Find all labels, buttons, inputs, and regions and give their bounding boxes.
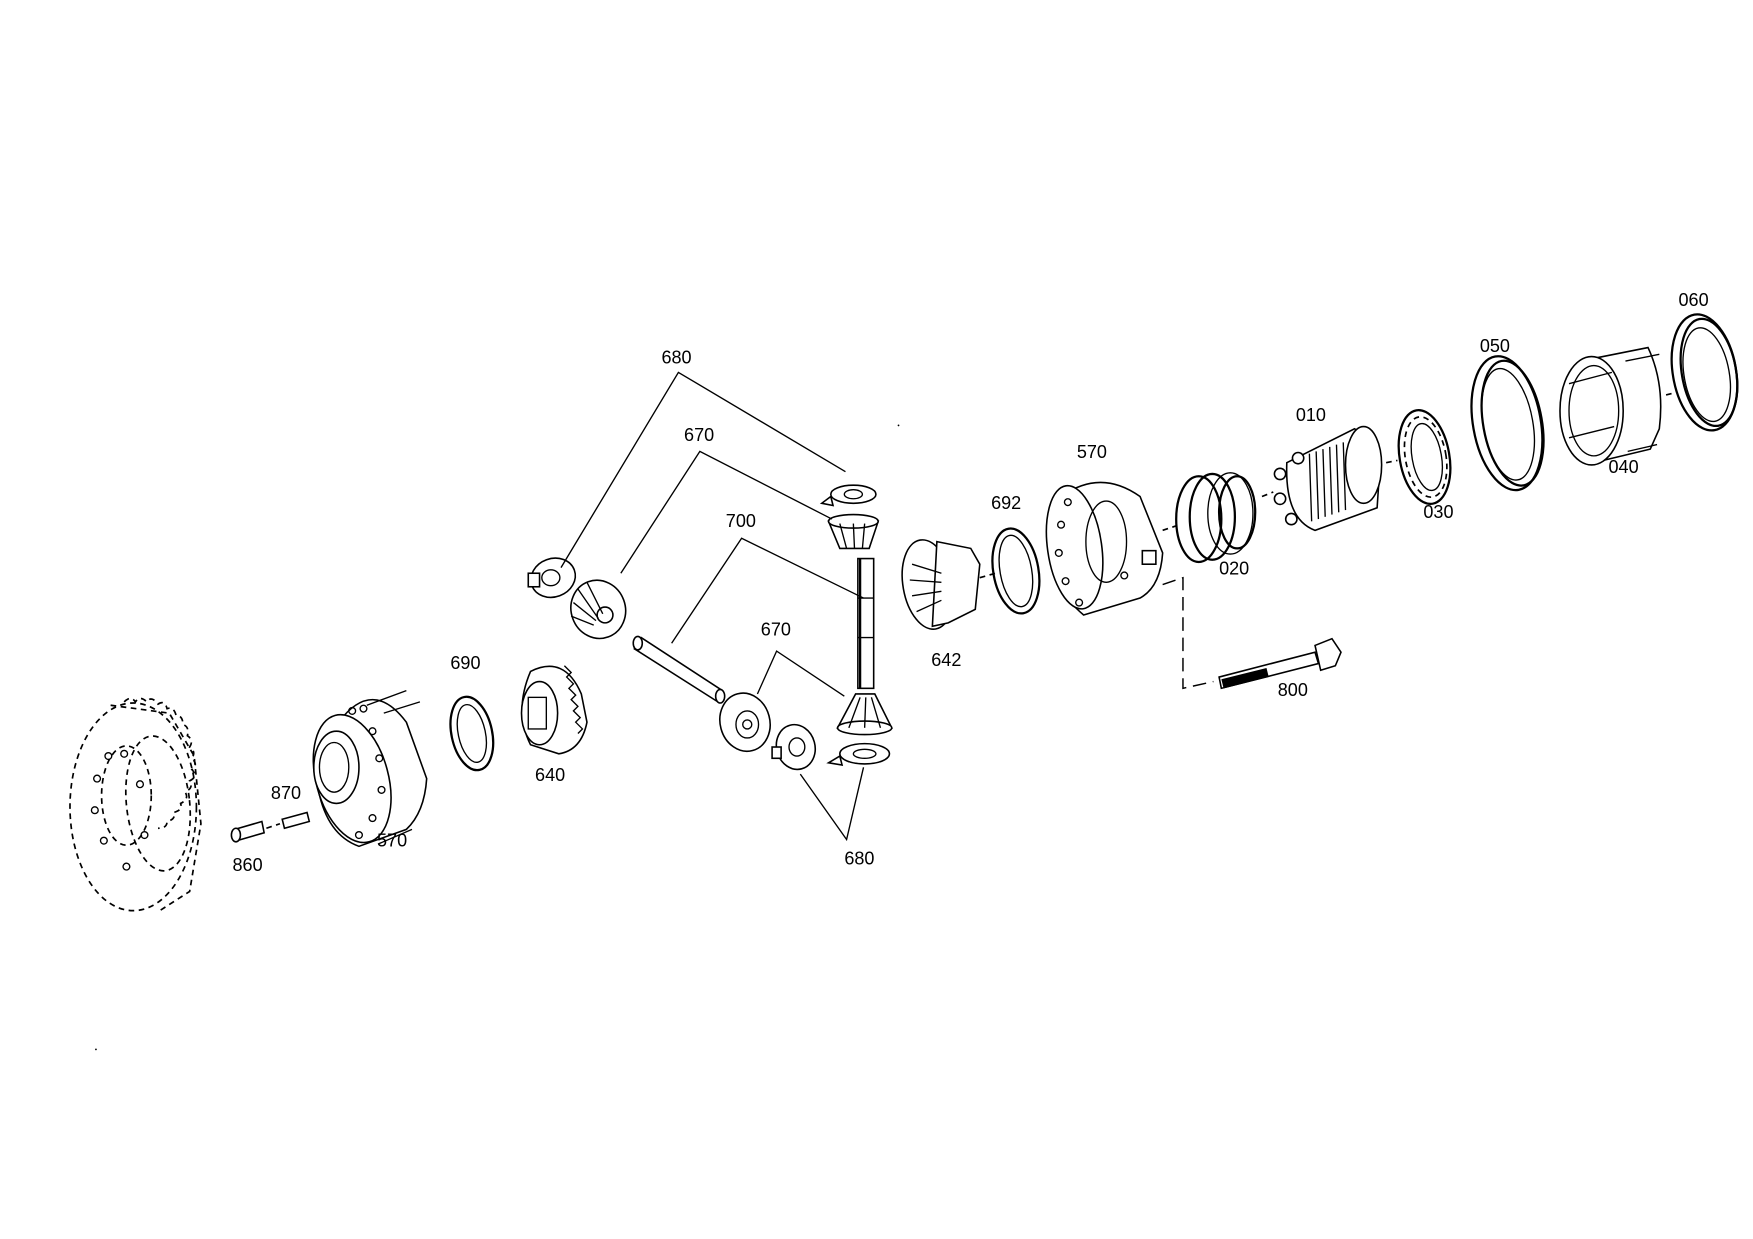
cross-shaft-700 <box>632 635 726 704</box>
ring-050 <box>1470 355 1545 492</box>
label-050: 050 <box>1480 336 1510 356</box>
hub-010 <box>1273 425 1383 532</box>
label-570-left: 570 <box>377 830 407 850</box>
thrust-washer-680-left <box>527 557 577 599</box>
label-680-bottom: 680 <box>844 848 874 868</box>
label-642: 642 <box>931 650 961 670</box>
speck <box>897 424 900 427</box>
label-040: 040 <box>1609 457 1639 477</box>
shim-690 <box>449 695 495 772</box>
label-570-right: 570 <box>1077 442 1107 462</box>
label-020: 020 <box>1219 558 1249 578</box>
label-690: 690 <box>450 653 480 673</box>
bevel-gear-640 <box>520 665 588 755</box>
label-800: 800 <box>1278 680 1308 700</box>
thrust-washer-680-top <box>819 484 877 507</box>
crown-wheel <box>69 697 202 913</box>
label-010: 010 <box>1296 405 1326 425</box>
bearing-040 <box>1559 346 1662 466</box>
shim-060 <box>1670 313 1739 432</box>
housing-570-left <box>312 689 428 848</box>
needle-bearing-030 <box>1397 409 1452 506</box>
label-692: 692 <box>991 493 1021 513</box>
label-060: 060 <box>1679 290 1709 310</box>
label-680-top: 680 <box>661 347 691 367</box>
pin-870 <box>281 811 311 830</box>
leader-lines <box>560 371 865 842</box>
pinion-670-top <box>827 513 880 550</box>
label-030: 030 <box>1423 502 1453 522</box>
label-870: 870 <box>271 783 301 803</box>
label-640: 640 <box>535 765 565 785</box>
pinion-670-lower-left <box>719 692 771 753</box>
vertical-shaft <box>857 557 875 690</box>
pinion-670-left <box>570 579 627 640</box>
speck <box>95 1048 97 1051</box>
label-700: 700 <box>726 511 756 531</box>
label-670-top: 670 <box>684 425 714 445</box>
label-860: 860 <box>233 855 263 875</box>
bolt-800 <box>1218 637 1342 690</box>
pin-860 <box>230 820 266 843</box>
thrust-washer-680-lower-left <box>771 723 817 771</box>
pinion-670-bottom <box>836 693 894 736</box>
housing-570-right <box>1045 481 1164 616</box>
bevel-gear-642 <box>901 539 981 630</box>
label-670-bottom: 670 <box>761 619 791 639</box>
shim-692 <box>991 527 1041 615</box>
disc-pack-020 <box>1175 472 1257 564</box>
thrust-washer-680-bottom <box>826 742 891 767</box>
leader-570-to-800 <box>1162 576 1214 690</box>
